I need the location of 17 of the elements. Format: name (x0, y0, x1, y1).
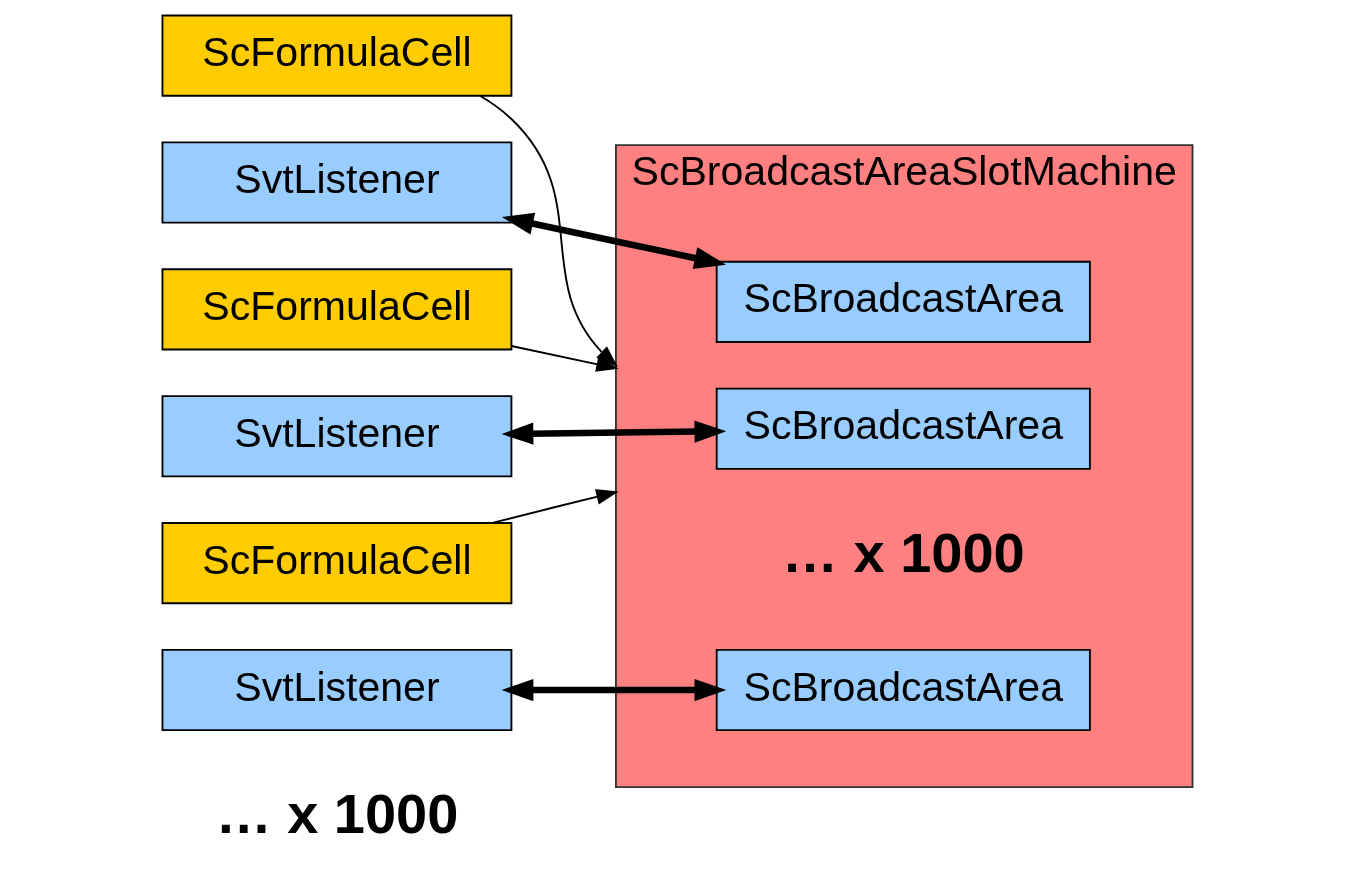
node-box: ScFormulaCell (161, 14, 513, 97)
arrow (501, 420, 727, 445)
node-box: SvtListener (161, 649, 513, 732)
label: … x 1000 (782, 520, 1025, 584)
node-box: ScBroadcastArea (715, 649, 1091, 732)
node-box: SvtListener (161, 141, 513, 224)
arrow (501, 678, 727, 702)
arrow (501, 212, 727, 269)
arrow (479, 95, 618, 368)
node-box: ScFormulaCell (161, 522, 513, 605)
node-box: ScFormulaCell (161, 268, 513, 351)
label: … x 1000 (215, 781, 459, 845)
arrow (510, 345, 619, 372)
node-box: SvtListener (161, 395, 513, 478)
node-box: ScBroadcastArea (715, 260, 1091, 343)
arrow (491, 489, 619, 524)
node-box: ScBroadcastArea (715, 387, 1091, 470)
